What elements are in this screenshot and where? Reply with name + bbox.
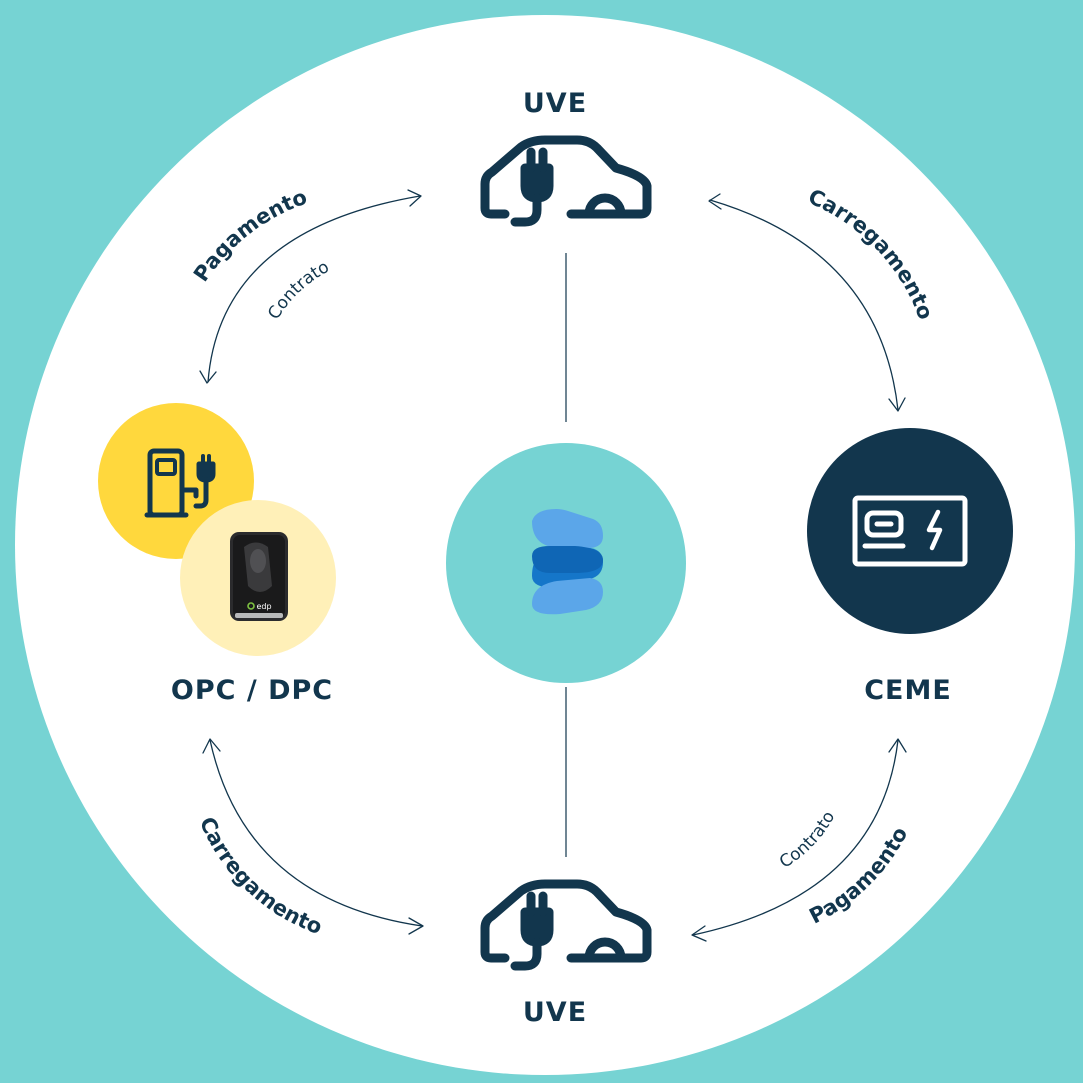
electric-car-plug-icon xyxy=(480,879,652,971)
electric-car-plug-icon xyxy=(480,135,652,227)
device-brand-label: edp xyxy=(256,602,271,611)
arrow-bottom-left xyxy=(202,738,424,935)
node-label-opc-dpc: OPC / DPC xyxy=(170,675,334,706)
node-label-uve-bottom: UVE xyxy=(522,997,588,1028)
arrow-top-right xyxy=(708,193,906,412)
platform-logo-icon xyxy=(532,509,603,615)
ceme-node xyxy=(807,428,1013,634)
node-label-uve-top: UVE xyxy=(522,88,588,119)
node-label-ceme: CEME xyxy=(864,675,952,706)
charging-card-icon xyxy=(852,495,968,567)
charging-station-icon xyxy=(144,448,216,518)
wallbox-device-image: edp xyxy=(230,532,288,621)
center-node xyxy=(446,443,686,683)
opc-dpc-node: edp xyxy=(98,403,336,656)
arrow-top-left xyxy=(199,189,422,384)
arrow-bottom-right xyxy=(691,738,907,942)
